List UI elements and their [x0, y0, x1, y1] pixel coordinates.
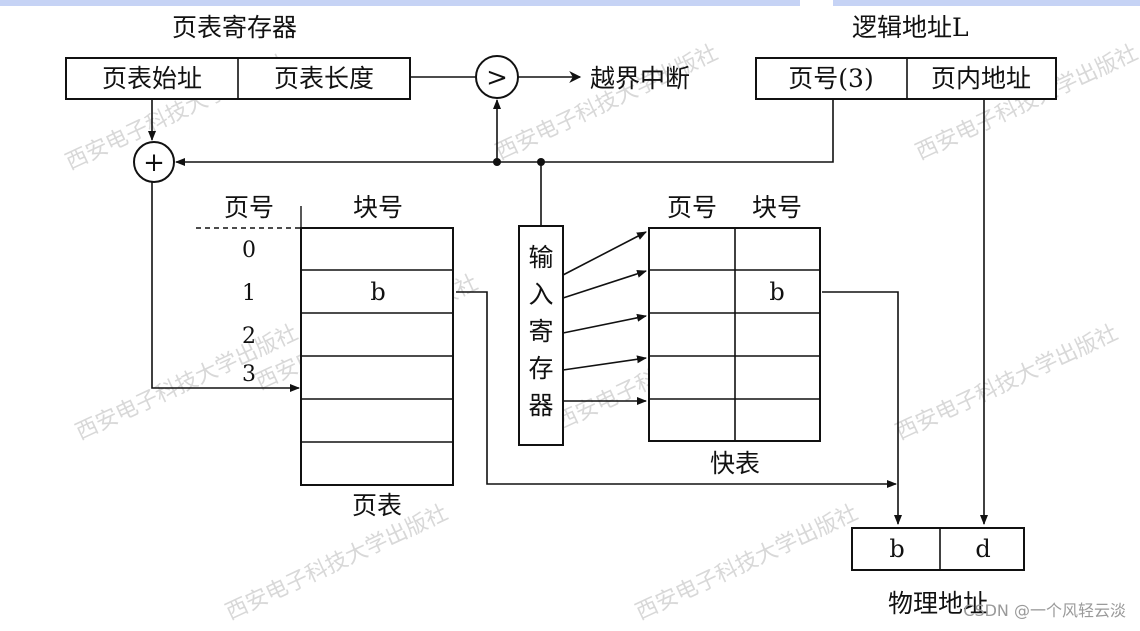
- watermark: 西安电子科技大学出版社: [632, 500, 862, 625]
- watermark: 西安电子科技大学出版社: [222, 500, 452, 625]
- tlb-table: [648, 227, 821, 442]
- page-table-block-b: b: [370, 278, 385, 306]
- top-bar-right: [833, 0, 1140, 6]
- input-to-tlb-arrow: [562, 313, 647, 334]
- page-table-to-physical-arrow: [456, 291, 897, 488]
- top-bar-left: [0, 0, 800, 6]
- page-index: 0: [242, 238, 256, 263]
- comparator-symbol: >: [486, 63, 508, 93]
- tlb-block-b: b: [769, 278, 784, 306]
- watermark: 西安电子科技大学出版社: [492, 40, 722, 165]
- physical-address-label: 物理地址: [888, 589, 988, 618]
- page-offset-field: 页内地址: [931, 64, 1031, 93]
- page-index: 3: [242, 362, 256, 387]
- input-to-tlb-arrow: [562, 269, 647, 299]
- adder-circle: [133, 141, 175, 183]
- adder-to-page-table-arrow: [151, 182, 300, 392]
- input-register-char: 寄: [528, 317, 553, 346]
- page-number-bus: [175, 99, 834, 166]
- junction-dot: [493, 158, 501, 166]
- input-register-char: 器: [528, 391, 553, 420]
- page-number-field: 页号(3): [788, 64, 873, 93]
- adder-symbol: +: [143, 148, 165, 178]
- page-table-col-page: 页号: [224, 193, 274, 222]
- page-table-register-title: 页表寄存器: [172, 13, 297, 42]
- tlb-label: 快表: [710, 449, 760, 478]
- input-register: [518, 225, 564, 446]
- input-to-tlb-arrow: [562, 355, 647, 371]
- input-register-char: 存: [528, 354, 553, 383]
- watermark: 西安电子科技大学出版社: [892, 320, 1122, 445]
- physical-offset-field: d: [975, 535, 990, 563]
- page-table-start-field: 页表始址: [102, 64, 202, 93]
- input-to-tlb-arrow: [562, 231, 647, 276]
- physical-address-register: [851, 527, 1025, 571]
- page-table-col-block: 块号: [353, 193, 403, 222]
- tlb-col-block: 块号: [752, 193, 802, 222]
- input-register-char: 输: [528, 243, 553, 272]
- input-register-char: 入: [528, 280, 553, 309]
- physical-block-field: b: [889, 535, 904, 563]
- page-table-label: 页表: [352, 491, 402, 520]
- tlb-col-page: 页号: [667, 193, 717, 222]
- logical-address-register: [755, 57, 1057, 100]
- csdn-credit: CSDN @一个风轻云淡: [963, 601, 1126, 620]
- out-of-bounds-label: 越界中断: [590, 64, 690, 93]
- page-table: [300, 227, 454, 486]
- tlb-to-physical-arrow: [822, 291, 902, 525]
- logical-address-title: 逻辑地址L: [852, 13, 969, 42]
- page-index: 1: [242, 281, 256, 306]
- page-index: 2: [242, 324, 256, 349]
- page-table-length-field: 页表长度: [274, 64, 374, 93]
